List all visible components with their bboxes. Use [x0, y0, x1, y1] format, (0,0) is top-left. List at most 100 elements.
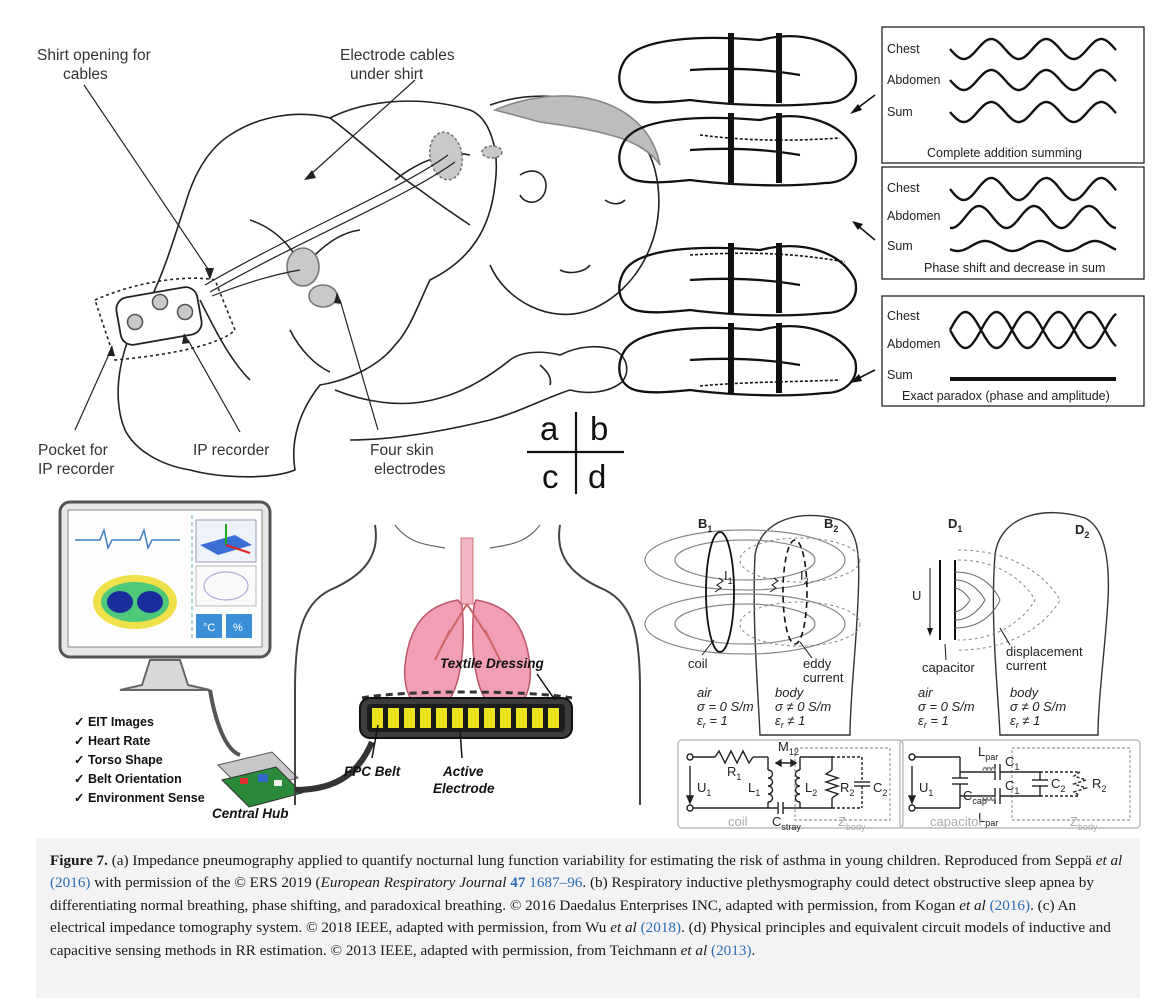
belt-electrode: [484, 708, 495, 728]
caption-b-year-link[interactable]: (2016): [990, 897, 1031, 914]
caption-a-et-al: et al: [1096, 852, 1123, 869]
c2-r2: R2: [1092, 776, 1106, 794]
c2-c1-top: C1: [1005, 754, 1019, 772]
panel-d-capacitive-labels: D1 D2 U capacitor displacement current a…: [912, 516, 1089, 730]
temperature-unit: °C: [203, 622, 215, 634]
c2-ccap: Ccap: [963, 788, 987, 806]
belt-electrode: [388, 708, 399, 728]
air-right-1: air: [918, 685, 933, 700]
panel-c-checklist: ✓ EIT Images✓ Heart Rate✓ Torso Shape✓ B…: [74, 715, 205, 805]
key-c: c: [542, 458, 559, 495]
caption-d-et-al: et al: [681, 942, 708, 959]
fpc-belt: [295, 692, 572, 790]
b2-abdomen: Abdomen: [887, 209, 941, 223]
label-central-hub: Central Hub: [212, 806, 289, 821]
c2-u1: U1: [919, 780, 933, 798]
b3-chest: Chest: [887, 309, 920, 323]
body-left-2: σ ≠ 0 S/m: [775, 699, 831, 714]
label-i1: I1: [724, 568, 733, 586]
caption-a-volume-link[interactable]: 47: [510, 874, 525, 891]
c1-cstray: Cstray: [772, 814, 801, 832]
label-textile-dressing: Textile Dressing: [440, 656, 545, 671]
figure-caption: Figure 7. (a) Impedance pneumography app…: [50, 850, 1128, 962]
air-left-1: air: [697, 685, 712, 700]
label-displacement-1: displacement: [1006, 644, 1083, 659]
b3-sum: Sum: [887, 368, 913, 382]
c1-r1: R1: [727, 764, 741, 782]
label-d2: D2: [1075, 522, 1089, 540]
caption-c-et-al: et al: [610, 919, 637, 936]
label-pocket-2: IP recorder: [38, 461, 114, 478]
label-displacement-2: current: [1006, 658, 1047, 673]
label-active-electrode-1: Active: [442, 764, 484, 779]
c1-r2: R2: [840, 780, 854, 798]
caption-c-year-link[interactable]: (2018): [641, 919, 682, 936]
key-a: a: [540, 410, 559, 447]
humidity-unit: %: [233, 622, 243, 634]
label-b1: B1: [698, 516, 712, 534]
label-active-electrode-2: Electrode: [433, 781, 495, 796]
c2-c1-bot: C1: [1005, 778, 1019, 796]
caption-d-year-link[interactable]: (2013): [711, 942, 752, 959]
label-eddy-1: eddy: [803, 656, 832, 671]
belt-electrode: [452, 708, 463, 728]
label-coil: coil: [688, 656, 708, 671]
belt-electrode: [516, 708, 527, 728]
belt-electrode: [532, 708, 543, 728]
caption-a-pages-link[interactable]: 1687–96: [529, 874, 582, 891]
body-right-3: εr ≠ 1: [1010, 713, 1040, 730]
c1-box-coil: coil: [728, 814, 748, 829]
label-pocket-1: Pocket for: [38, 442, 108, 459]
caption-a-text-1: (a) Impedance pneumography applied to qu…: [108, 852, 1096, 869]
b1-sum: Sum: [887, 105, 913, 119]
label-electrode-cables-2: under shirt: [350, 66, 424, 83]
panel-a-infant-illustration: [75, 80, 660, 477]
body-left-1: body: [775, 685, 805, 700]
label-fpc-belt: FPC Belt: [344, 764, 401, 779]
label-electrode-cables-1: Electrode cables: [340, 47, 455, 64]
belt-electrode: [420, 708, 431, 728]
label-capacitor: capacitor: [922, 660, 975, 675]
lungs: [405, 538, 531, 710]
body-right-2: σ ≠ 0 S/m: [1010, 699, 1066, 714]
key-d: d: [588, 458, 606, 495]
label-d1: D1: [948, 516, 962, 534]
c1-m12: M12: [778, 739, 799, 757]
b3-caption: Exact paradox (phase and amplitude): [902, 389, 1110, 403]
b1-chest: Chest: [887, 42, 920, 56]
checklist-item: ✓ Environment Sense: [74, 791, 205, 805]
b1-abdomen: Abdomen: [887, 73, 941, 87]
b1-caption: Complete addition summing: [927, 146, 1082, 160]
body-right-1: body: [1010, 685, 1040, 700]
b3-abdomen: Abdomen: [887, 337, 941, 351]
label-eddy-2: current: [803, 670, 844, 685]
c1-c2: C2: [873, 780, 887, 798]
belt-electrode: [548, 708, 559, 728]
air-left-2: σ = 0 S/m: [697, 699, 754, 714]
b2-sum: Sum: [887, 239, 913, 253]
caption-figure-label: Figure 7.: [50, 852, 108, 869]
c1-box-z: Zbody: [838, 814, 866, 832]
body-left-3: εr ≠ 1: [775, 713, 805, 730]
central-hub: [218, 752, 302, 807]
c2-box-z: Zbody: [1070, 814, 1098, 832]
c1-u1: U1: [697, 780, 711, 798]
air-left-3: εr = 1: [697, 713, 728, 730]
b2-caption: Phase shift and decrease in sum: [924, 261, 1105, 275]
caption-a-year-link[interactable]: (2016): [50, 874, 91, 891]
caption-a-text-2: with permission of the © ERS 2019 (: [91, 874, 321, 891]
belt-electrode: [468, 708, 479, 728]
b2-chest: Chest: [887, 181, 920, 195]
belt-electrode: [404, 708, 415, 728]
label-skin-electrodes-2: electrodes: [374, 461, 446, 478]
checklist-item: ✓ Heart Rate: [74, 734, 151, 748]
air-right-3: εr = 1: [918, 713, 949, 730]
label-u: U: [912, 588, 921, 603]
checklist-item: ✓ Torso Shape: [74, 753, 163, 767]
c2-c2: C2: [1051, 776, 1065, 794]
caption-b-et-al: et al: [959, 897, 986, 914]
figure-illustration: Shirt opening for cables Electrode cable…: [0, 0, 1152, 838]
panel-key: a b c d: [527, 410, 624, 495]
label-ip-recorder: IP recorder: [193, 442, 269, 459]
